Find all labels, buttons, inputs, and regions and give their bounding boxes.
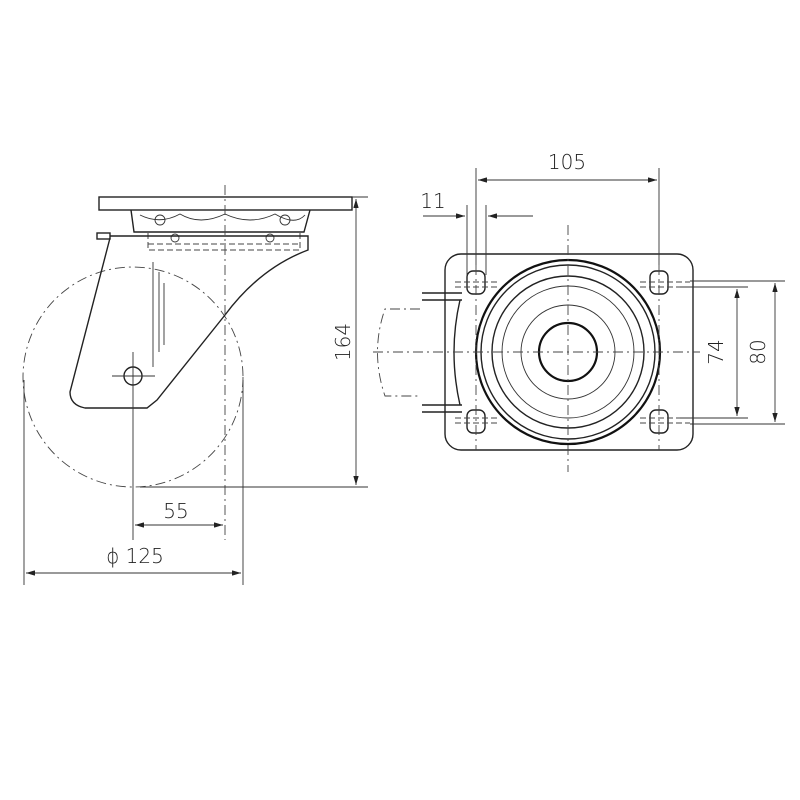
fork-tab — [96, 232, 111, 240]
axle-centerline — [112, 352, 155, 540]
hole-spacing-dimension-label: 74 — [704, 339, 728, 364]
plate-depth-dimension-label: 80 — [746, 339, 770, 364]
hole-dimension-label: 11 — [420, 189, 445, 213]
offset-dimension-label: 55 — [163, 499, 188, 523]
height-dimension-label: 164 — [331, 323, 355, 361]
side-view: 164 55 ϕ 125 — [22, 185, 368, 585]
swivel-bearing — [130, 209, 311, 251]
fork-shading — [152, 262, 165, 367]
diameter-dimension-label: ϕ 125 — [106, 544, 164, 568]
wheel-outline — [22, 266, 244, 488]
fork-legs — [422, 292, 462, 413]
fork — [69, 235, 309, 409]
plate-width-dimension-label: 105 — [548, 150, 586, 174]
top-view: 105 11 74 80 — [373, 150, 785, 472]
top-plate — [98, 196, 353, 211]
wheel-stub — [377, 308, 420, 397]
